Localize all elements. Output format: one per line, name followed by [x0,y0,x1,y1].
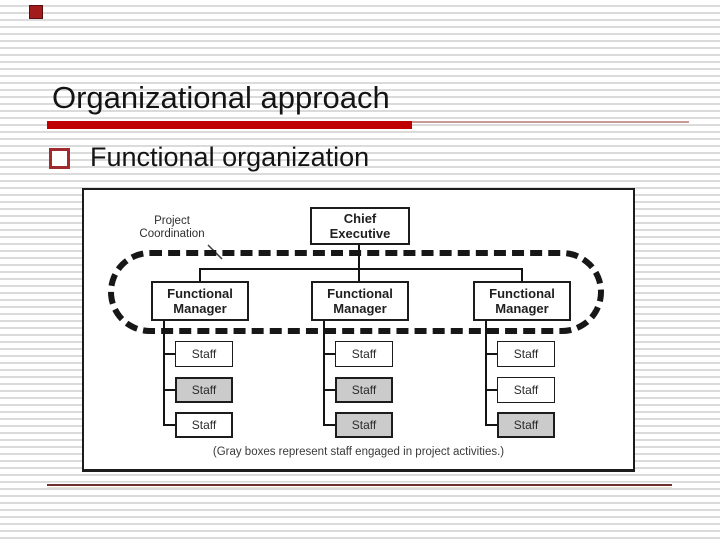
staff-tick [485,353,497,355]
footer-rule-highlight [50,482,672,483]
project-coordination-label: Project Coordination [128,215,216,241]
manager1-line1: Functional [167,286,233,301]
staff-label: Staff [513,418,539,432]
manager2-line2: Manager [333,301,387,316]
staff-box: Staff [497,341,555,367]
coordination-dashed-ellipse [108,250,604,334]
staff-tick [163,353,175,355]
staff-tick [323,389,335,391]
chief-executive-box: Chief Executive [310,207,410,245]
slide-title: Organizational approach [52,80,390,115]
manager2-line1: Functional [327,286,393,301]
org-chart-panel: Project Coordination Chief Executive Fun… [82,188,635,472]
staff-label: Staff [351,347,377,361]
staff-label: Staff [191,347,217,361]
staff-tick [485,389,497,391]
staff-label: Staff [513,383,539,397]
staff-box: Staff [335,341,393,367]
footer-rule-shadow [47,487,672,488]
connector-drop-right [521,270,523,282]
diagram-caption: (Gray boxes represent staff engaged in p… [212,446,505,458]
staff-box: Staff [497,377,555,403]
staff-label: Staff [351,418,377,432]
manager3-line2: Manager [495,301,549,316]
manager1-line2: Manager [173,301,227,316]
staff-spine-left [163,321,165,426]
staff-box: Staff [335,412,393,438]
staff-tick [323,353,335,355]
staff-tick [485,424,497,426]
title-underline-thin-line [412,121,689,123]
staff-label: Staff [351,383,377,397]
staff-spine-right [485,321,487,426]
staff-box: Staff [175,341,233,367]
functional-manager-box-3: Functional Manager [473,281,571,321]
connector-drop-middle [358,270,360,282]
chief-executive-line1: Chief [343,211,377,226]
manager3-line1: Functional [489,286,555,301]
bullet-label: Functional organization [90,142,370,172]
staff-label: Staff [191,383,217,397]
bullet-square-icon [49,148,70,169]
staff-box: Staff [335,377,393,403]
project-coordination-line2: Coordination [139,228,205,240]
project-coordination-line1: Project [154,215,190,227]
staff-tick [323,424,335,426]
staff-box: Staff [175,377,233,403]
chief-executive-line2: Executive [329,226,391,241]
functional-manager-box-1: Functional Manager [151,281,249,321]
connector-horizontal [199,268,523,270]
connector-chief-stub [358,245,360,270]
footer-rule [47,484,672,486]
staff-tick [163,389,175,391]
staff-box: Staff [497,412,555,438]
title-underline-bar [47,121,412,129]
functional-manager-box-2: Functional Manager [311,281,409,321]
staff-label: Staff [513,347,539,361]
staff-tick [163,424,175,426]
connector-drop-left [199,270,201,282]
staff-label: Staff [191,418,217,432]
staff-box: Staff [175,412,233,438]
staff-spine-middle [323,321,325,426]
slide-corner-marker-icon [29,5,43,19]
